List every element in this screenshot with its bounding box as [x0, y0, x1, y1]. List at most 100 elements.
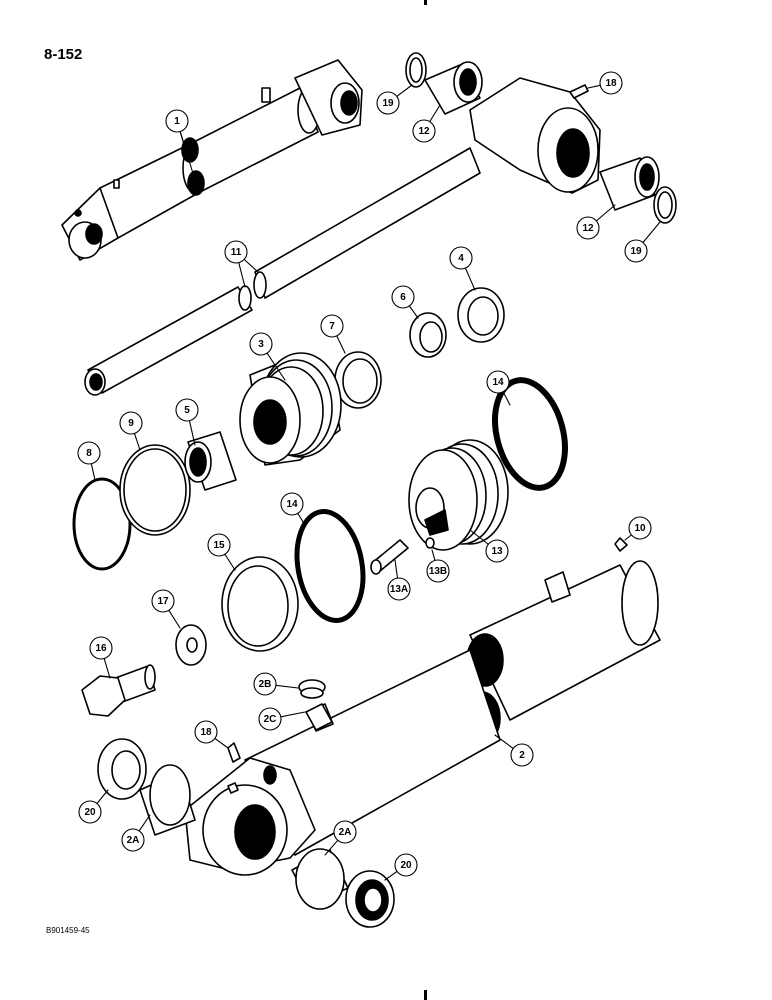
callout-circle-14 — [486, 370, 510, 394]
callout-circle-2b — [253, 672, 277, 696]
callout-label-17: 17 — [157, 596, 169, 607]
callout-leader-10-20-0 — [624, 534, 632, 541]
crop-mark-top — [424, 0, 427, 5]
part-16-hex-bolt — [81, 664, 156, 717]
callout-leader-20-27-0 — [96, 789, 109, 805]
callout-circle-3 — [249, 332, 273, 356]
callout-circle-4 — [449, 246, 473, 270]
part-18-grease-fitting-lower — [227, 742, 241, 763]
part-2c-fitting — [305, 703, 333, 731]
callout-leader-19-5-0 — [642, 221, 661, 244]
callout-leader-5-13-0 — [188, 420, 196, 446]
part-19-seal-right — [653, 186, 677, 224]
callout-label-11: 11 — [231, 247, 242, 258]
callout-leader-13b-18-0 — [431, 549, 436, 561]
callout-circle-2a — [333, 820, 357, 844]
part-11-piston-rod — [84, 77, 601, 396]
part-5-bushing — [184, 431, 237, 491]
callout-label-2a: 2A — [339, 827, 352, 838]
callout-label-16: 16 — [95, 643, 107, 654]
part-10-grease-fitting — [614, 537, 628, 552]
callout-circle-2 — [510, 743, 534, 767]
callout-leader-8-14-0 — [90, 463, 96, 481]
callout-circle-10 — [628, 516, 652, 540]
callout-leader-14-15-0 — [297, 512, 306, 526]
part-1-cylinder-assembly — [61, 59, 363, 261]
callout-label-4: 4 — [458, 253, 464, 264]
callout-label-7: 7 — [329, 321, 335, 332]
callout-leader-13-17-0 — [469, 529, 489, 545]
callout-leader-17-21-0 — [168, 609, 181, 629]
callout-circle-18 — [194, 720, 218, 744]
part-18-grease-fitting-top — [569, 84, 589, 99]
part-2a-bushing-bottom — [291, 848, 349, 910]
callout-leader-7-9-0 — [336, 335, 346, 354]
callout-leader-19-1-0 — [396, 84, 413, 97]
callout-leader-11-6-0 — [238, 262, 246, 288]
callout-circle-13 — [485, 539, 509, 563]
callout-leader-2b-23-0 — [275, 684, 299, 689]
part-13-piston — [408, 439, 509, 551]
callout-leader-16-22-0 — [103, 657, 111, 679]
part-14-oring-lower — [294, 509, 366, 623]
callout-leader-2c-24-0 — [280, 711, 306, 718]
callout-leader-2a-29-0 — [324, 839, 339, 856]
part-6-seal — [409, 312, 447, 358]
part-3-gland — [239, 352, 342, 466]
callout-label-19: 19 — [382, 98, 394, 109]
callout-leader-12-4-0 — [595, 204, 616, 222]
callout-circle-20 — [78, 800, 102, 824]
callout-circle-16 — [89, 636, 113, 660]
callout-circle-20 — [394, 853, 418, 877]
part-2-cylinder-barrel — [184, 560, 661, 876]
callout-leader-14-11-0 — [502, 391, 511, 406]
callout-circle-12 — [412, 119, 436, 143]
callout-label-18: 18 — [200, 727, 212, 738]
callout-leader-12-2-0 — [429, 104, 441, 123]
callout-leader-18-26-0 — [214, 737, 229, 749]
callout-leader-11-6-1 — [243, 258, 259, 273]
callout-label-2c: 2C — [264, 714, 277, 725]
callout-circle-18 — [599, 71, 623, 95]
part-12-bushing-top — [424, 61, 483, 115]
part-7-ring — [334, 351, 382, 409]
part-17-washer — [175, 624, 207, 666]
callout-label-12: 12 — [418, 126, 430, 137]
callout-circle-17 — [151, 589, 175, 613]
callout-label-19: 19 — [630, 246, 642, 257]
callout-label-2b: 2B — [259, 679, 272, 690]
callout-circle-7 — [320, 314, 344, 338]
callout-label-15: 15 — [213, 540, 225, 551]
callout-circle-6 — [391, 285, 415, 309]
callout-label-9: 9 — [128, 418, 134, 429]
callout-label-13a: 13A — [390, 584, 408, 595]
part-12-bushing-right — [599, 156, 660, 211]
callout-circle-12 — [576, 216, 600, 240]
callout-circle-1 — [165, 109, 189, 133]
part-2a-bushing-left — [139, 764, 196, 836]
part-13a-bolt — [370, 539, 409, 575]
part-13b-ring — [425, 537, 435, 549]
callout-circle-15 — [207, 533, 231, 557]
callout-leader-6-8-0 — [408, 305, 419, 319]
callout-label-3: 3 — [258, 339, 264, 350]
callout-circle-2a — [121, 828, 145, 852]
callout-label-1: 1 — [174, 116, 180, 127]
callout-circle-19 — [376, 91, 400, 115]
callout-leader-3-10-0 — [266, 352, 286, 381]
callout-circle-11 — [224, 240, 248, 264]
part-8-ring — [72, 477, 132, 571]
callout-leader-4-7-0 — [464, 267, 476, 291]
callout-label-13b: 13B — [429, 566, 447, 577]
callout-leader-13a-19-0 — [394, 559, 399, 579]
callout-circle-9 — [119, 411, 143, 435]
callout-label-6: 6 — [400, 292, 406, 303]
part-20-seal-left — [97, 738, 147, 800]
callout-label-2a: 2A — [127, 835, 140, 846]
callout-circle-13a — [387, 577, 411, 601]
callout-leader-2a-28-0 — [138, 814, 151, 832]
part-19-seal-top — [405, 52, 427, 88]
callout-circle-14 — [280, 492, 304, 516]
callout-circle-8 — [77, 441, 101, 465]
